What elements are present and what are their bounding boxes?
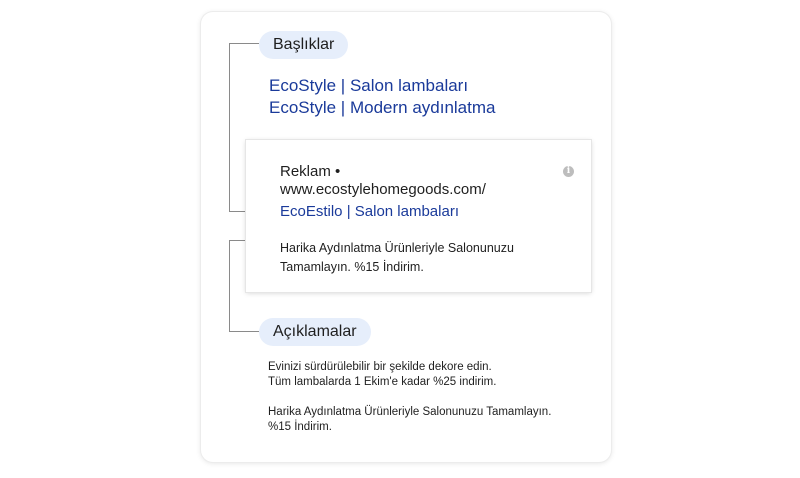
- headlines-connector-top: [229, 43, 259, 44]
- ad-description: Harika Aydınlatma Ürünleriyle Salonunuzu…: [280, 241, 514, 274]
- ad-label: Reklam •: [280, 163, 341, 180]
- ad-display-url: www.ecostylehomegoods.com/: [280, 181, 486, 198]
- descriptions-label: Açıklamalar: [259, 318, 371, 346]
- headline-1: EcoStyle | Salon lambaları: [269, 76, 469, 95]
- headlines-label: Başlıklar: [259, 31, 349, 59]
- headline-2: EcoStyle | Modern aydınlatma: [269, 98, 496, 117]
- description-4: %15 İndirim.: [268, 421, 332, 433]
- description-3: Harika Aydınlatma Ürünleriyle Salonunuzu…: [268, 406, 552, 418]
- info-icon[interactable]: i: [563, 166, 574, 177]
- description-2: Tüm lambalarda 1 Ekim'e kadar %25 indiri…: [268, 376, 497, 388]
- headlines-connector-vertical: [229, 43, 230, 211]
- description-1: Evinizi sürdürülebilir bir şekilde dekor…: [268, 361, 492, 373]
- descriptions-connector-bottom: [229, 331, 259, 332]
- ad-preview: [246, 140, 591, 292]
- descriptions-connector-vertical: [229, 240, 230, 331]
- ad-headline: EcoEstilo | Salon lambaları: [280, 203, 459, 220]
